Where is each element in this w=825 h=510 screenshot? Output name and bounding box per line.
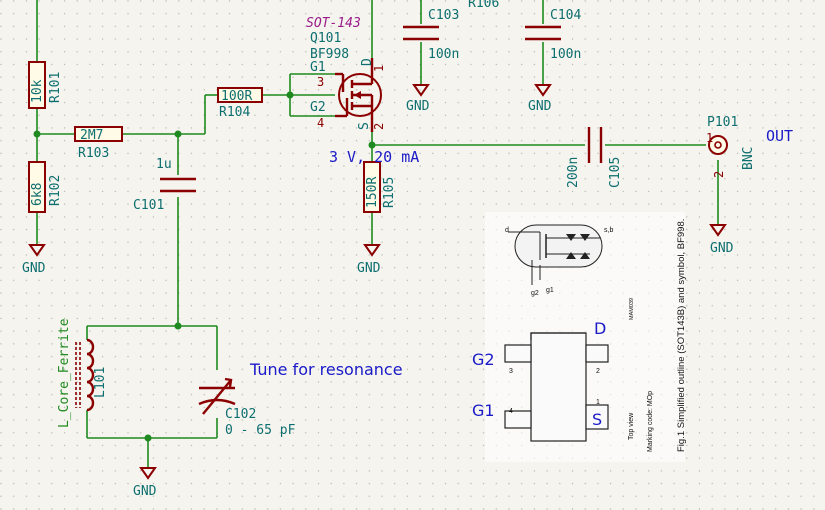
p101-pin1: 1 (706, 131, 713, 145)
resistor-r103[interactable]: 2M7 R103 (74, 126, 123, 161)
bias-note: 3 V, 20 mA (329, 148, 419, 166)
r105-value: 150R (365, 177, 380, 208)
gnd-label-r102: GND (22, 261, 46, 276)
gnd-label-tank: GND (133, 484, 157, 499)
package-symbol: d s,b g2 g1 (505, 224, 613, 297)
resistor-r104[interactable]: 100R R104 (217, 87, 263, 120)
c102-value: 0 - 65 pF (225, 423, 296, 438)
marking-code: Marking code: MOp (647, 391, 654, 452)
pin-label-s: S (592, 410, 602, 429)
c103-ref: C103 (428, 8, 459, 23)
tune-note: Tune for resonance (249, 360, 403, 379)
variable-capacitor-c102[interactable]: C102 0 - 65 pF (198, 377, 296, 438)
symbol-g2-label: g2 (531, 290, 539, 297)
c104-value: 100n (550, 47, 581, 62)
junction-dots (33, 91, 376, 442)
r103-value: 2M7 (80, 128, 103, 143)
capacitor-c104[interactable]: C104 100n (525, 8, 581, 62)
c104-ref: C104 (550, 8, 581, 23)
q101-value: BF998 (310, 47, 349, 62)
r102-value: 6k8 (30, 183, 45, 206)
q101-drain-label: D (360, 58, 375, 66)
r106-ref-partial: R106 (468, 0, 499, 11)
p101-pin2: 2 (712, 171, 726, 178)
fig-caption: Fig.1 Simplified outline (SOT143B) and s… (676, 219, 687, 452)
p101-value: BNC (741, 147, 756, 170)
r101-value: 10k (30, 79, 45, 103)
sot143-outline: 3 4 2 1 G2 G1 D S (472, 319, 609, 442)
q101-pin2: 2 (372, 123, 386, 130)
symbol-d-label: d (505, 227, 509, 234)
q101-ref: Q101 (310, 31, 341, 46)
symbol-g1-label: g1 (546, 287, 554, 294)
out-net-label: OUT (766, 127, 793, 145)
pad-num-2: 2 (596, 368, 600, 375)
c103-value: 100n (428, 47, 459, 62)
c105-value: 200n (566, 157, 581, 188)
top-view-label: Top view (628, 412, 635, 440)
r102-ref: R102 (48, 175, 63, 206)
resistor-r102[interactable]: 6k8 R102 (28, 161, 63, 213)
datasheet-figure: d s,b g2 g1 3 4 2 1 G2 G1 D S Fig.1 Simp… (472, 212, 687, 462)
r101-ref: R101 (48, 72, 63, 103)
c102-ref: C102 (225, 407, 256, 422)
r104-ref: R104 (219, 105, 250, 120)
c105-ref: C105 (608, 157, 623, 188)
pin1-pad (585, 404, 609, 430)
bnc-connector-p101[interactable]: P101 1 2 BNC OUT (706, 115, 793, 178)
pad-num-3: 3 (509, 368, 513, 375)
gnd-label-c104: GND (528, 99, 552, 114)
capacitor-c105[interactable]: 200n C105 (566, 127, 623, 188)
capacitor-c103[interactable]: C103 100n (403, 8, 459, 62)
mosfet-q101[interactable]: SOT-143 Q101 BF998 G1 G2 3 4 1 2 D S (306, 16, 386, 132)
capacitor-c101[interactable]: 1u C101 (133, 157, 196, 213)
resistor-r105[interactable]: 150R R105 (363, 161, 397, 213)
q101-g1-label: G1 (310, 60, 326, 75)
pin3-pad (504, 344, 532, 363)
pin4-pad (504, 410, 532, 429)
pin2-pad (585, 344, 609, 363)
q101-pin3: 3 (317, 75, 324, 89)
gnd-label-r105: GND (357, 261, 381, 276)
q101-source-label: S (357, 122, 372, 130)
pad-num-1: 1 (596, 399, 600, 406)
pad-num-4: 4 (509, 408, 513, 415)
gnd-label-c103: GND (406, 99, 430, 114)
wires (36, 0, 719, 468)
q101-pin1: 1 (372, 65, 386, 72)
c101-value: 1u (156, 157, 172, 172)
gnd-label-p101: GND (710, 241, 734, 256)
l101-value: L_Core_Ferrite (57, 318, 72, 428)
r104-value: 100R (221, 89, 252, 104)
gnd-symbols: GND GND GND GND GND GND (22, 84, 734, 499)
drawing-code: MAM039 (629, 298, 635, 320)
pin-label-d: D (594, 319, 606, 338)
pin-label-g1: G1 (472, 401, 495, 420)
resistor-r101[interactable]: 10k R101 (28, 61, 63, 109)
r103-ref: R103 (78, 146, 109, 161)
q101-pin4: 4 (317, 116, 324, 130)
q101-g2-label: G2 (310, 100, 326, 115)
r105-ref: R105 (382, 177, 397, 208)
symbol-sb-label: s,b (604, 227, 613, 234)
pin-label-g2: G2 (472, 350, 495, 369)
l101-ref: L101 (93, 367, 108, 398)
q101-footprint: SOT-143 (306, 16, 361, 31)
p101-ref: P101 (707, 115, 738, 130)
c101-ref: C101 (133, 198, 164, 213)
inductor-l101[interactable]: L_Core_Ferrite L101 (57, 318, 108, 428)
